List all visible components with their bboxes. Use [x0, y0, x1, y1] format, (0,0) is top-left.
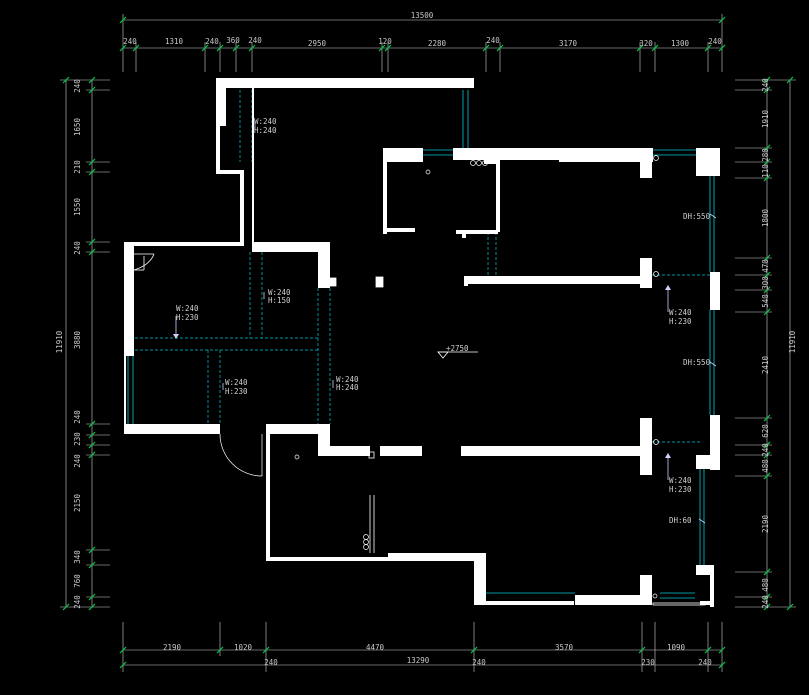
dim-right-seg: 2190: [761, 514, 770, 533]
opening-w-label: W:240: [336, 375, 359, 384]
dim-right-seg: 2410: [761, 355, 770, 374]
annotations: W:240 H:240 W:240 H:150 W:240 H:230 W:24…: [176, 117, 711, 525]
opening-h-label: H:240: [254, 126, 277, 135]
dim-right-seg: 480: [761, 578, 770, 592]
dim-top-seg: 2950: [308, 39, 327, 48]
door-swing: [219, 433, 263, 477]
dim-top-seg: 240: [248, 36, 262, 45]
opening-w-label: W:240: [268, 288, 291, 297]
windows: [127, 90, 715, 599]
dim-bottom-total: 13290: [407, 656, 430, 665]
opening-w-label: W:240: [176, 304, 199, 313]
dh-label: DH:550: [683, 212, 711, 221]
opening-h-label: H:240: [336, 383, 359, 392]
dim-left-seg: 3880: [73, 330, 82, 349]
dim-right-seg: 540: [761, 294, 770, 308]
dim-right-seg: 240: [761, 78, 770, 92]
openings: [135, 90, 710, 443]
opening-w-label: W:240: [225, 378, 248, 387]
dim-top-seg: 1310: [165, 37, 184, 46]
dim-left-seg: 760: [73, 574, 82, 588]
opening-h-label: H:230: [225, 387, 248, 396]
dim-bottom-seg: 4470: [366, 643, 385, 652]
dim-top-seg: 3170: [559, 39, 578, 48]
dim-right-seg: 1800: [761, 208, 770, 227]
dim-right-seg: 620: [761, 424, 770, 438]
dim-top-seg: 240: [205, 37, 219, 46]
fixtures: [294, 155, 659, 599]
dim-top-seg: 320: [639, 39, 653, 48]
dimension-lines: [60, 14, 796, 672]
outline-details: [133, 253, 706, 606]
dim-bottom-lower: 240: [264, 658, 278, 667]
dim-top-seg: 1300: [671, 39, 690, 48]
dim-top-seg: 2280: [428, 39, 447, 48]
opening-w-label: W:240: [669, 308, 692, 317]
opening-w-label: W:240: [669, 476, 692, 485]
opening-h-label: H:230: [669, 485, 692, 494]
dim-right-seg: 480: [761, 459, 770, 473]
dim-top-seg: 360: [226, 36, 240, 45]
walls: [124, 78, 720, 607]
dim-left-seg: 240: [73, 454, 82, 468]
dim-left-seg: 240: [73, 79, 82, 93]
dim-top-seg: 120: [378, 37, 392, 46]
dim-right-seg: 110: [761, 164, 770, 178]
dimension-text-bottom: 2190 1020 4470 3570 1090 240 240 230 240…: [163, 643, 712, 667]
dim-bottom-seg: 2190: [163, 643, 182, 652]
dimension-text-top: 13500 240 1310 240 360 240 2950 120 2280…: [123, 11, 722, 48]
dim-left-seg: 230: [73, 432, 82, 446]
dim-left-seg: 240: [73, 595, 82, 609]
dim-left-seg: 1650: [73, 117, 82, 136]
elevation-label: +2750: [446, 344, 469, 353]
arrow-heads: [173, 285, 671, 458]
dim-top-seg: 240: [486, 36, 500, 45]
dim-right-total: 11910: [788, 330, 797, 353]
dim-left-seg: 210: [73, 160, 82, 174]
opening-h-label: H:150: [268, 296, 291, 305]
dimension-ticks: [62, 16, 794, 669]
dimension-text-right: 11910 240 1910 280 110 1800 470 300 540 …: [761, 78, 797, 609]
dh-label: DH:550: [683, 358, 711, 367]
elevation-mark: [437, 351, 478, 359]
dim-bottom-lower: 230: [641, 658, 655, 667]
dim-bottom-lower: 240: [698, 658, 712, 667]
dim-bottom-seg: 1020: [234, 643, 253, 652]
dim-right-seg: 1910: [761, 109, 770, 128]
dim-left-seg: 240: [73, 410, 82, 424]
opening-h-label: H:230: [176, 313, 199, 322]
dim-left-seg: 2150: [73, 493, 82, 512]
dim-top-seg: 240: [708, 37, 722, 46]
dim-bottom-seg: 3570: [555, 643, 574, 652]
dim-top-total: 13500: [411, 11, 434, 20]
opening-h-label: H:230: [669, 317, 692, 326]
dim-left-seg: 1550: [73, 197, 82, 216]
dim-right-seg: 300: [761, 276, 770, 290]
dim-right-seg: 240: [761, 443, 770, 457]
dim-right-seg: 470: [761, 259, 770, 273]
dim-bottom-lower: 240: [472, 658, 486, 667]
dim-top-seg: 240: [123, 37, 137, 46]
dh-label: DH:60: [669, 516, 692, 525]
dim-right-seg: 280: [761, 148, 770, 162]
dimension-text-left: 11910 240 1650 210 1550 240 3880 240 230…: [55, 79, 82, 609]
opening-w-label: W:240: [254, 117, 277, 126]
dim-right-seg: 240: [761, 595, 770, 609]
dim-left-total: 11910: [55, 330, 64, 353]
leader-arrows: [175, 122, 717, 524]
dim-bottom-seg: 1090: [667, 643, 686, 652]
dim-left-seg: 240: [73, 241, 82, 255]
dim-left-seg: 340: [73, 550, 82, 564]
